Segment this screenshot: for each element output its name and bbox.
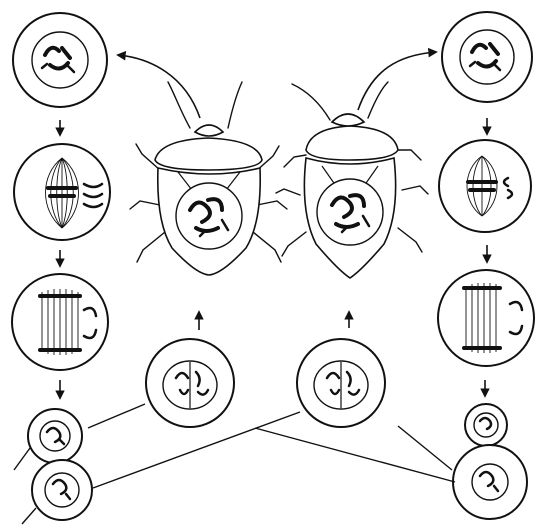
connector-left-top-to-left-fusion [88,404,145,428]
left-tail-line-2 [22,508,36,524]
arrow-right-insect-to-cell [358,52,436,110]
left-cell-prophase [13,13,107,107]
left-cell-daughter-top [28,409,82,463]
left-insect-icon [130,82,287,275]
left-cell-daughter-bottom [32,460,92,520]
right-cell-prophase [442,12,532,102]
left-cell-anaphase [12,274,108,370]
right-cell-daughter-bottom [453,445,527,519]
middle-right-fusion-cell [297,339,385,427]
middle-left-fusion-cell [146,339,234,427]
connector-right-bottom-to-left-fusion [255,428,455,482]
arrow-left-insect-to-cell [118,55,200,118]
right-cell-metaphase [439,140,531,232]
right-cell-daughter-top [465,404,507,446]
right-insect-icon [276,82,428,278]
right-cell-anaphase [438,270,534,366]
connector-right-top-to-right-fusion [398,426,452,470]
left-cell-metaphase [14,144,110,240]
left-tail-line-1 [14,448,30,470]
